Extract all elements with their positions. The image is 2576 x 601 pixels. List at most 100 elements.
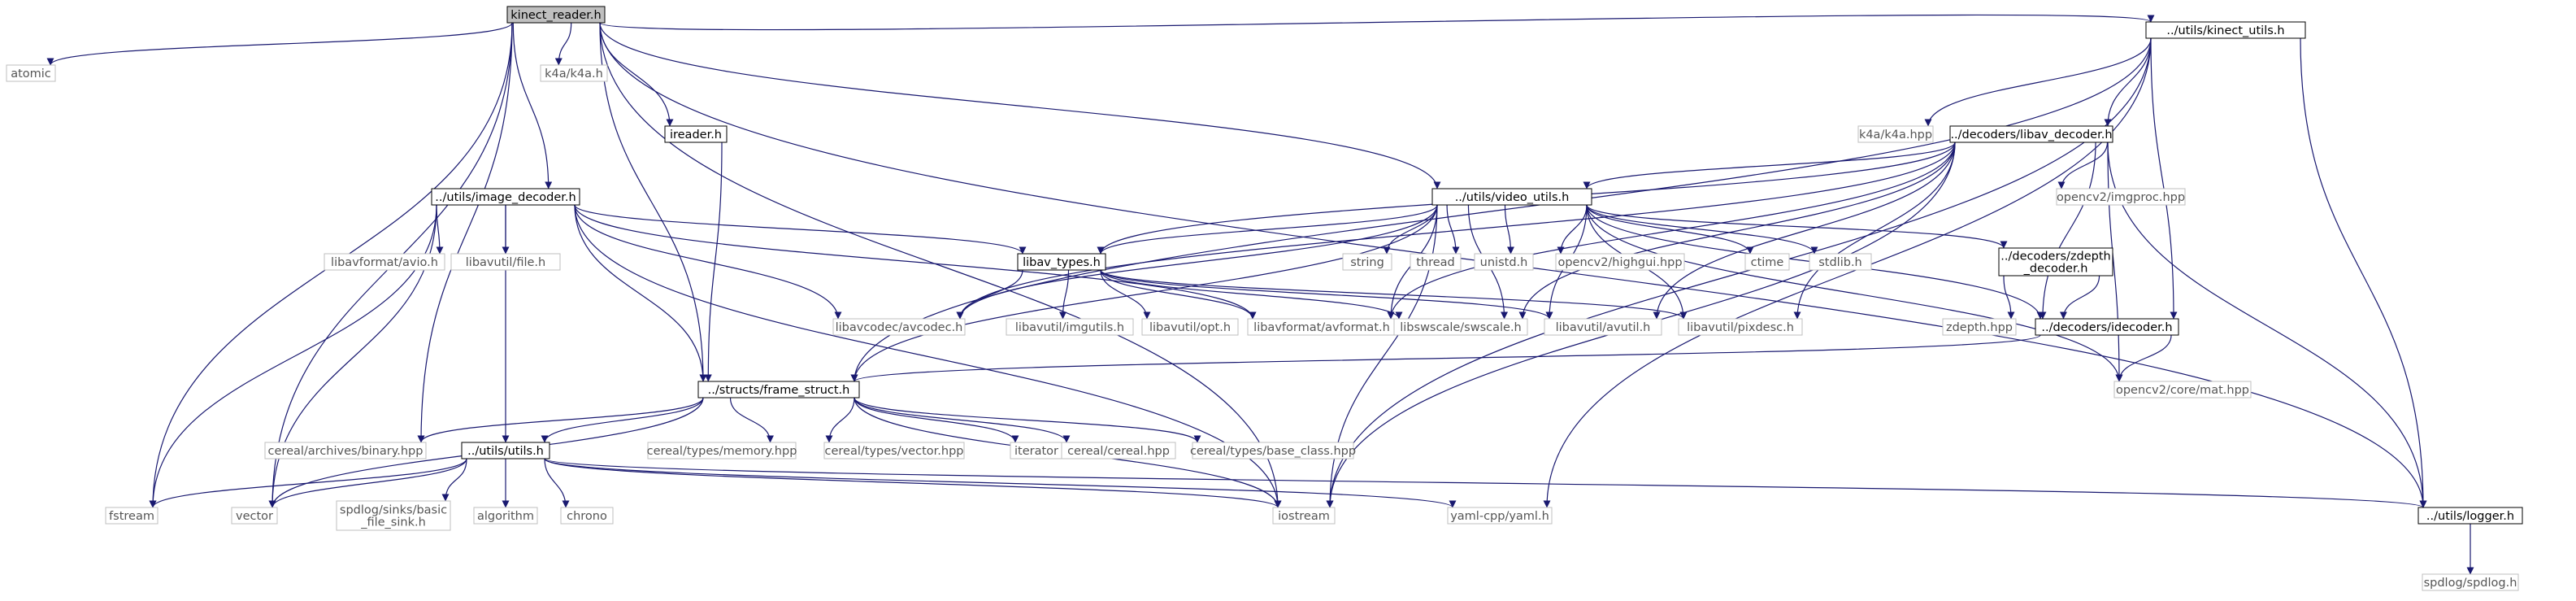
edge-libav_types-to-avutil	[1100, 269, 1553, 320]
edge-image_decoder-to-avcodec	[574, 204, 842, 320]
node-kinect_utils[interactable]: ../utils/kinect_utils.h	[2145, 21, 2306, 39]
node-box-highgui	[1555, 253, 1685, 271]
edge-utils_h-to-logger	[544, 458, 2426, 508]
node-box-fstream	[105, 507, 159, 525]
node-utils_h[interactable]: ../utils/utils.h	[461, 442, 550, 459]
edge-frame_struct-to-base_class	[854, 397, 1201, 443]
node-box-iostream	[1272, 507, 1336, 525]
node-box-yaml	[1447, 507, 1553, 525]
edge-video_utils-to-libav_types	[1097, 204, 1438, 255]
node-box-spdlog	[2422, 573, 2519, 591]
node-box-chrono	[560, 507, 614, 525]
node-memory: cereal/types/memory.hpp	[647, 442, 797, 459]
node-pixdesc: libavutil/pixdesc.h	[1678, 318, 1803, 336]
node-label-cvector: cereal/types/vector.hpp	[825, 445, 964, 458]
edge-image_decoder-to-fstream	[149, 204, 437, 508]
node-label-avutil: libavutil/avutil.h	[1556, 321, 1651, 334]
edge-frame_struct-to-cereal	[854, 397, 1071, 443]
node-box-libav_decoder	[1949, 125, 2113, 143]
node-imgproc: opencv2/imgproc.hpp	[2056, 188, 2186, 206]
node-label-iterator: iterator	[1014, 445, 1058, 458]
node-label-video_utils: ../utils/video_utils.h	[1455, 191, 1570, 204]
node-box-kinect_reader	[506, 6, 606, 24]
edge-libav_decoder-to-avutil	[1653, 142, 1956, 320]
edge-libav_decoder-to-video_utils	[1583, 142, 1956, 189]
node-algorithm: algorithm	[473, 507, 538, 525]
edge-kinect_utils-to-logger	[2300, 37, 2427, 508]
node-binary: cereal/archives/binary.hpp	[264, 442, 427, 459]
node-box-sink	[336, 500, 451, 531]
node-libav_types[interactable]: libav_types.h	[1017, 253, 1106, 271]
node-box-ireader	[664, 125, 728, 143]
node-box-idecoder	[2035, 318, 2179, 336]
edge-video_utils-to-iostream	[1326, 204, 1438, 508]
node-box-avcodec	[832, 318, 966, 336]
node-box-stdlib	[1809, 253, 1872, 271]
edge-image_decoder-to-avio	[436, 204, 444, 255]
node-box-atomic	[6, 64, 56, 82]
edge-libav_types-to-avformat	[1100, 269, 1257, 320]
node-label-yaml: yaml-cpp/yaml.h	[1450, 510, 1549, 523]
node-base_class: cereal/types/base_class.hpp	[1190, 442, 1356, 459]
node-image_decoder[interactable]: ../utils/image_decoder.h	[431, 188, 580, 206]
node-sink: spdlog/sinks/basic_file_sink.h	[336, 500, 451, 531]
node-label-logger: ../utils/logger.h	[2426, 510, 2514, 523]
node-box-file_h	[450, 253, 561, 271]
node-label-binary: cereal/archives/binary.hpp	[268, 445, 424, 458]
node-box-avutil	[1544, 318, 1662, 336]
node-label-avcodec: libavcodec/avcodec.h	[836, 321, 963, 334]
edge-frame_struct-to-binary	[417, 397, 704, 443]
edge-video_utils-to-zdepth_decoder	[1586, 204, 2008, 249]
node-label-ctime: ctime	[1751, 256, 1784, 269]
node-vector: vector	[231, 507, 278, 525]
node-video_utils[interactable]: ../utils/video_utils.h	[1431, 188, 1592, 206]
node-label-zdepth_decoder: _decoder.h	[2023, 263, 2088, 276]
node-box-k4a_h	[540, 64, 608, 82]
node-label-kinect_utils: ../utils/kinect_utils.h	[2166, 24, 2284, 37]
node-file_h: libavutil/file.h	[450, 253, 561, 271]
node-label-frame_struct: ../structs/frame_struct.h	[708, 384, 850, 397]
edge-image_decoder-to-iostream	[574, 204, 1282, 508]
node-label-stdlib: stdlib.h	[1818, 256, 1862, 269]
node-swscale: libswscale/swscale.h	[1393, 318, 1528, 336]
node-zdepth_decoder[interactable]: ../decoders/zdepth_decoder.h	[1998, 247, 2113, 277]
node-label-k4a_hpp: k4a/k4a.hpp	[1859, 128, 1932, 142]
node-box-libav_types	[1017, 253, 1106, 271]
node-label-avformat: libavformat/avformat.h	[1253, 321, 1390, 334]
node-avio: libavformat/avio.h	[324, 253, 445, 271]
node-box-vector	[231, 507, 278, 525]
edge-libav_types-to-imgutils	[1059, 269, 1070, 320]
node-cereal: cereal/cereal.hpp	[1061, 442, 1176, 459]
node-zdepth_hpp: zdepth.hpp	[1942, 318, 2017, 336]
node-mat: opencv2/core/mat.hpp	[2113, 381, 2252, 398]
edge-libav_decoder-to-idecoder	[2039, 142, 2096, 320]
node-box-image_decoder	[431, 188, 580, 206]
node-logger[interactable]: ../utils/logger.h	[2417, 507, 2523, 525]
edge-video_utils-to-string	[1383, 204, 1438, 255]
node-imgutils: libavutil/imgutils.h	[1006, 318, 1134, 336]
node-label-zdepth_hpp: zdepth.hpp	[1946, 321, 2013, 334]
edge-video_utils-to-avcodec	[956, 204, 1438, 320]
node-box-imgutils	[1006, 318, 1134, 336]
edge-video_utils-to-ctime	[1586, 204, 1754, 255]
node-ireader[interactable]: ireader.h	[664, 125, 728, 143]
node-thread: thread	[1410, 253, 1462, 271]
node-label-ireader: ireader.h	[670, 128, 722, 142]
node-avformat: libavformat/avformat.h	[1247, 318, 1397, 336]
node-libav_decoder[interactable]: ../decoders/libav_decoder.h	[1949, 125, 2113, 143]
node-frame_struct[interactable]: ../structs/frame_struct.h	[697, 381, 860, 398]
node-opt: libavutil/opt.h	[1141, 318, 1239, 336]
node-label-sink: _file_sink.h	[360, 516, 426, 529]
node-label-spdlog: spdlog/spdlog.h	[2424, 577, 2517, 590]
node-kinect_reader[interactable]: kinect_reader.h	[506, 6, 606, 24]
node-label-k4a_h: k4a/k4a.h	[545, 68, 603, 81]
node-label-chrono: chrono	[567, 510, 607, 523]
edge-utils_h-to-fstream	[149, 458, 467, 508]
node-idecoder[interactable]: ../decoders/idecoder.h	[2035, 318, 2179, 336]
edge-image_decoder-to-avformat	[574, 204, 1257, 320]
edge-zdepth_decoder-to-zdepth_hpp	[2003, 275, 2015, 320]
node-unistd: unistd.h	[1474, 253, 1534, 271]
edge-video_utils-to-mat	[1586, 204, 2123, 382]
node-box-swscale	[1393, 318, 1528, 336]
edge-image_decoder-to-libav_types	[574, 204, 1027, 255]
